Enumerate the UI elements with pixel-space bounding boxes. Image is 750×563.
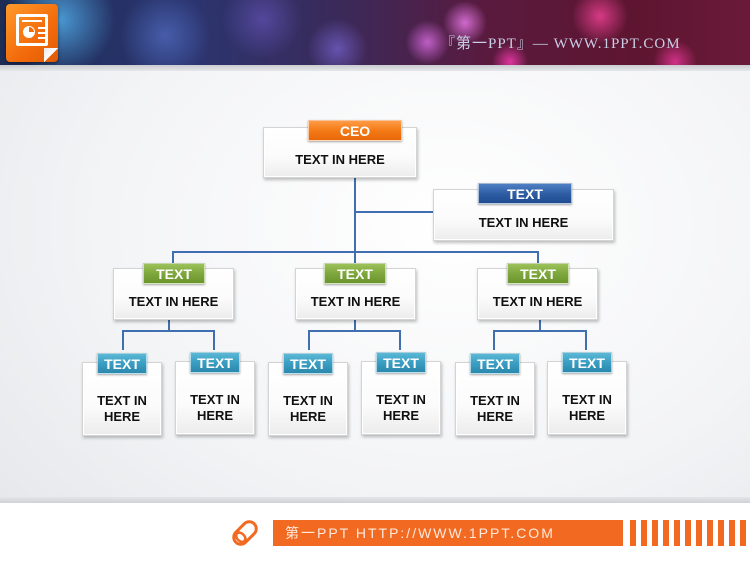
connector-sub-2a [308, 330, 310, 350]
header-banner: 『第一PPT』— WWW.1PPT.COM [0, 0, 750, 65]
sub-node-tag-2b: TEXT [376, 352, 426, 373]
sub-node-tag-3b: TEXT [562, 352, 612, 373]
department-tag-1: TEXT [143, 263, 205, 284]
sub-node-3a: TEXT IN HERE [455, 362, 535, 436]
department-tag-2: TEXT [324, 263, 386, 284]
department-text: TEXT IN HERE [492, 294, 583, 309]
connector-dept-2 [354, 251, 356, 264]
sub-node-tag-1b: TEXT [190, 352, 240, 373]
slide-glyph [16, 14, 48, 46]
connector-sub-1-bar [122, 330, 215, 332]
sub-node-2a: TEXT IN HERE [268, 362, 348, 436]
sub-node-1a: TEXT IN HERE [82, 362, 162, 436]
connector-assistant [354, 211, 434, 213]
sub-node-text: TEXT IN HERE [190, 392, 240, 423]
connector-sub-1b [213, 330, 215, 350]
assistant-tag: TEXT [478, 183, 572, 204]
sub-node-text: TEXT IN HERE [97, 393, 147, 424]
sub-node-text: TEXT IN HERE [470, 393, 520, 424]
connector-sub-3-bar [493, 330, 587, 332]
connector-sub-3a [493, 330, 495, 350]
header-title: 『第一PPT』— WWW.1PPT.COM [440, 36, 681, 52]
connector-sub-3b [585, 330, 587, 350]
connector-dept-1 [172, 251, 174, 264]
sub-node-text: TEXT IN HERE [376, 392, 426, 423]
sub-node-text: TEXT IN HERE [283, 393, 333, 424]
ceo-tag: CEO [308, 120, 402, 141]
sub-node-tag-1a: TEXT [97, 353, 147, 374]
sub-node-3b: TEXT IN HERE [547, 361, 627, 435]
department-text: TEXT IN HERE [310, 294, 401, 309]
connector-sub-2 [354, 320, 356, 331]
header-divider [0, 65, 750, 71]
connector-sub-3 [539, 320, 541, 331]
sub-node-1b: TEXT IN HERE [175, 361, 255, 435]
sub-node-tag-3a: TEXT [470, 353, 520, 374]
ceo-text: TEXT IN HERE [295, 152, 385, 167]
connector-dept-3 [537, 251, 539, 264]
footer-divider [0, 497, 750, 503]
powerpoint-icon [6, 4, 58, 62]
department-tag-3: TEXT [507, 263, 569, 284]
department-text: TEXT IN HERE [128, 294, 219, 309]
connector-sub-2-bar [308, 330, 401, 332]
footer-url-bar: 第一PPT HTTP://WWW.1PPT.COM [273, 520, 623, 546]
footer-stripes [630, 520, 750, 546]
sub-node-2b: TEXT IN HERE [361, 361, 441, 435]
assistant-node: TEXT IN HERE [433, 189, 614, 241]
connector-ceo-down [354, 177, 356, 253]
sub-node-text: TEXT IN HERE [562, 392, 612, 423]
connector-sub-1a [122, 330, 124, 350]
sub-node-tag-2a: TEXT [283, 353, 333, 374]
connector-sub-1 [168, 320, 170, 331]
connector-sub-2b [399, 330, 401, 350]
pencil-icon [232, 520, 258, 546]
assistant-text: TEXT IN HERE [478, 215, 569, 230]
